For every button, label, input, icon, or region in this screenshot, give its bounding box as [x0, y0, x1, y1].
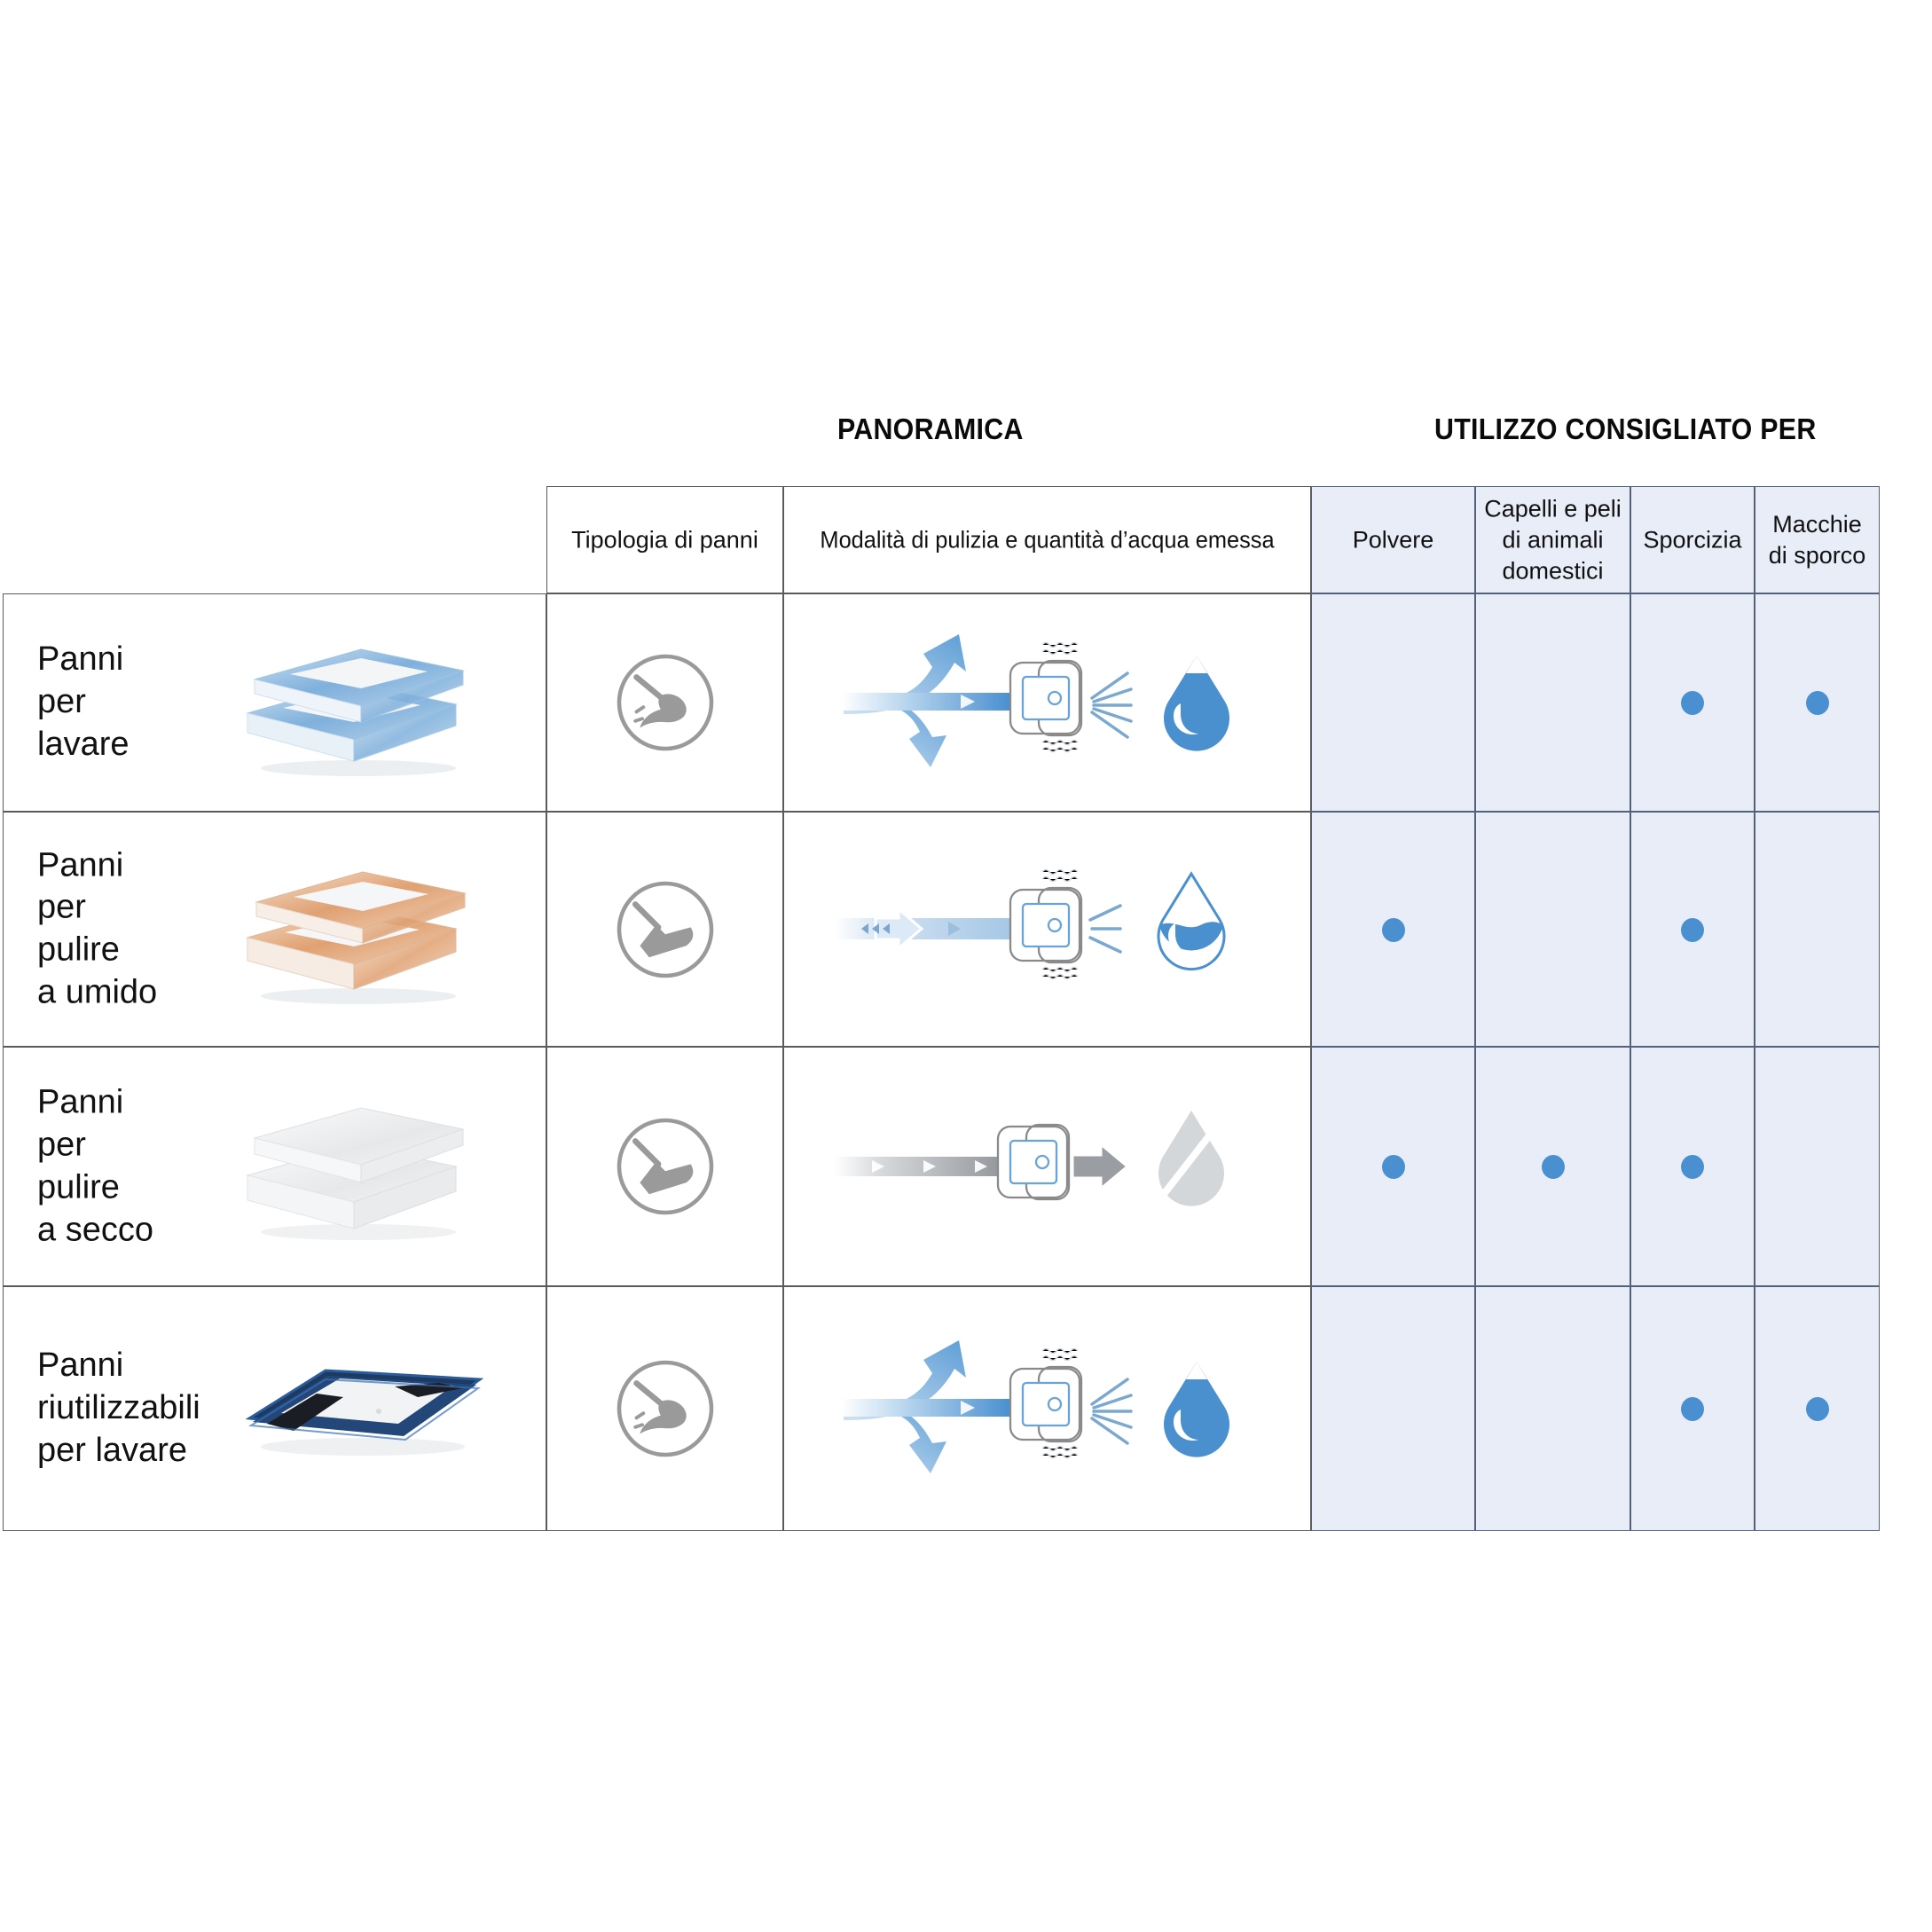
usage-cell: [1311, 1286, 1475, 1531]
row-cell-cloth-icon-1: [546, 593, 783, 812]
water-droplet-full: [1163, 656, 1229, 751]
row-cell-product-1: Panni per lavare: [3, 593, 546, 812]
mop-flat-icon: [617, 1118, 713, 1215]
wet-wash-flow-diagram: [841, 1340, 1229, 1473]
section-title-panoramica: PANORAMICA: [837, 412, 1024, 445]
row-cell-diagram-1: [783, 593, 1311, 812]
header-label-capelli: Capelli e peli di animali domestici: [1484, 494, 1622, 585]
stack-of-white-cloths-photo: [246, 1107, 465, 1240]
row-cell-cloth-icon-3: [546, 1047, 783, 1286]
table-row: Panni per pulire a umido: [3, 812, 1880, 1047]
header-label-sporcizia: Sporcizia: [1643, 525, 1742, 553]
table-body: Panni per lavare: [3, 593, 1880, 1531]
mop-washing-icon: [617, 1360, 713, 1457]
wet-wash-flow-diagram: [841, 634, 1229, 767]
header-cell-sporcizia: Sporcizia: [1630, 486, 1755, 593]
row-cell-diagram-4: [783, 1286, 1311, 1531]
usage-cell: [1475, 1047, 1630, 1286]
row-cell-product-2: Panni per pulire a umido: [3, 812, 546, 1047]
row-cell-product-3: Panni per pulire a secco: [3, 1047, 546, 1286]
header-cell-macchie: Macchie di sporco: [1755, 486, 1880, 593]
stack-of-orange-cloths-photo: [246, 871, 467, 1004]
header-cell-cleaning-mode: Modalità di pulizia e quantità d’acqua e…: [783, 486, 1311, 593]
mop-washing-icon: [617, 654, 713, 751]
header-cell-cloth-type: Tipologia di panni: [546, 486, 783, 593]
usage-cell: [1475, 812, 1630, 1047]
usage-dot: [1681, 1155, 1704, 1179]
row-label-1: Panni per lavare: [37, 640, 130, 763]
row-cell-cloth-icon-2: [546, 812, 783, 1047]
header-cell-empty: [3, 486, 546, 593]
usage-dot: [1805, 1397, 1829, 1421]
row-label-2: Panni per pulire a umido: [37, 845, 158, 1011]
reusable-blue-pad-photo: [245, 1369, 484, 1456]
usage-cell: [1630, 812, 1755, 1047]
usage-dot: [1681, 1397, 1704, 1421]
usage-cell: [1755, 593, 1880, 812]
stack-of-blue-cloths-photo: [246, 648, 465, 776]
usage-dot: [1805, 691, 1829, 715]
usage-dot: [1381, 1155, 1405, 1179]
table-row: Panni per lavare: [3, 593, 1880, 812]
row-cell-product-4: Panni riutilizzabili per lavare: [3, 1286, 546, 1531]
row-label-3: Panni per pulire a secco: [37, 1083, 153, 1248]
cloth-comparison-table: Tipologia di panni Modalità di pulizia e…: [3, 486, 1880, 1531]
usage-cell: [1755, 1286, 1880, 1531]
row-label-4: Panni riutilizzabili per lavare: [37, 1347, 200, 1469]
damp-clean-flow-diagram: [834, 868, 1225, 979]
no-water-droplet-icon: [1157, 1111, 1227, 1206]
usage-cell: [1630, 1047, 1755, 1286]
water-droplet-half: [1157, 870, 1225, 970]
row-cell-cloth-icon-4: [546, 1286, 783, 1531]
header-cell-polvere: Polvere: [1311, 486, 1475, 593]
row-cell-diagram-3: [783, 1047, 1311, 1286]
usage-cell: [1755, 812, 1880, 1047]
header-cell-capelli: Capelli e peli di animali domestici: [1475, 486, 1630, 593]
water-droplet-full: [1163, 1362, 1229, 1457]
header-label-cleaning-mode: Modalità di pulizia e quantità d’acqua e…: [820, 525, 1275, 553]
header-label-macchie: Macchie di sporco: [1768, 510, 1866, 569]
table-row: Panni per pulire a secco: [3, 1047, 1880, 1286]
usage-cell: [1475, 593, 1630, 812]
row-cell-diagram-2: [783, 812, 1311, 1047]
header-label-polvere: Polvere: [1352, 525, 1434, 553]
usage-cell: [1311, 593, 1475, 812]
section-title-utilizzo: UTILIZZO CONSIGLIATO PER: [1434, 412, 1817, 445]
usage-cell: [1311, 812, 1475, 1047]
usage-dot: [1681, 917, 1704, 942]
table-header-row: Tipologia di panni Modalità di pulizia e…: [3, 486, 1880, 593]
header-label-cloth-type: Tipologia di panni: [571, 525, 758, 553]
usage-cell: [1630, 1286, 1755, 1531]
usage-cell: [1755, 1047, 1880, 1286]
usage-cell: [1630, 593, 1755, 812]
mop-flat-icon: [617, 881, 713, 978]
usage-cell: [1475, 1286, 1630, 1531]
usage-dot: [1381, 917, 1405, 942]
dry-clean-flow-diagram: [834, 1111, 1227, 1206]
usage-dot: [1681, 691, 1704, 715]
usage-dot: [1541, 1155, 1565, 1179]
usage-cell: [1311, 1047, 1475, 1286]
table-row: Panni riutilizzabili per lavare: [3, 1286, 1880, 1531]
